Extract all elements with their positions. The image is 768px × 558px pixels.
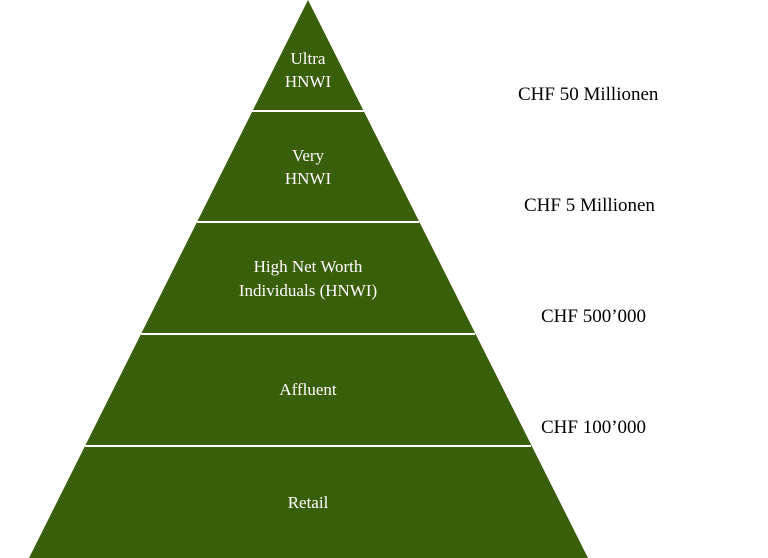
tier-affluent-label: Affluent [279, 380, 337, 399]
tier-very-hnwi-line-2: HNWI [285, 169, 332, 188]
threshold-label-4: CHF 100’000 [541, 417, 647, 438]
threshold-label-1: CHF 50 Millionen [518, 84, 659, 105]
tier-hnwi-line-2: Individuals (HNWI) [239, 281, 377, 300]
tier-ultra-hnwi-line-2: HNWI [285, 72, 332, 91]
threshold-label-3: CHF 500’000 [541, 306, 647, 327]
pyramid-body [29, 0, 588, 558]
threshold-label-2: CHF 5 Millionen [524, 195, 655, 216]
tier-hnwi-line-1: High Net Worth [254, 257, 363, 276]
tier-retail-label: Retail [288, 493, 329, 512]
tier-very-hnwi-line-1: Very [292, 146, 325, 165]
tier-ultra-hnwi-line-1: Ultra [291, 49, 326, 68]
